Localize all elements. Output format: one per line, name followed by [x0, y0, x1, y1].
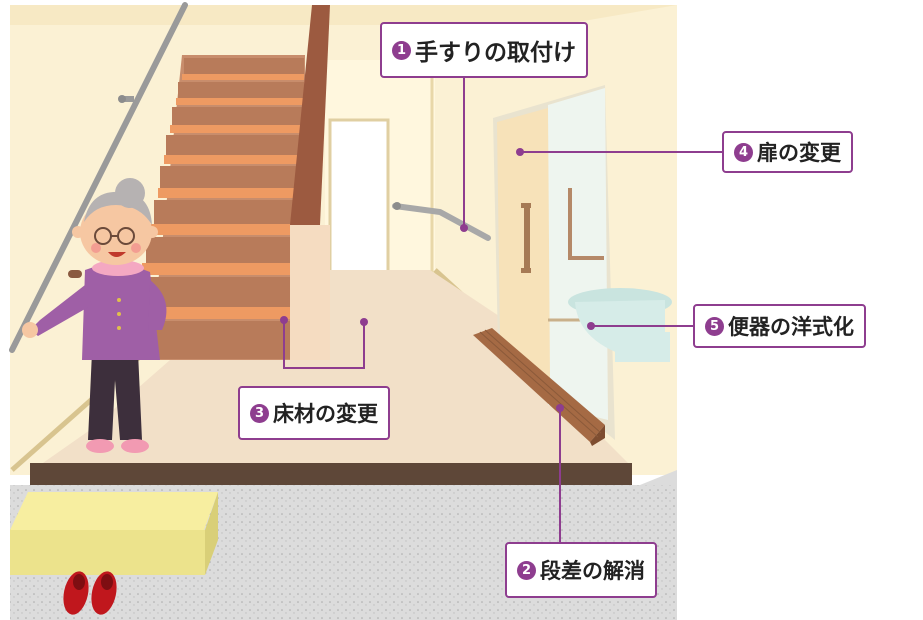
hallway-handrail: [392, 203, 491, 241]
callout-number-2: 2: [517, 560, 536, 580]
callout-door: 4 扉の変更: [722, 131, 853, 173]
doorway-back: [328, 118, 390, 277]
callout-label-handrail: 手すりの取付け: [415, 40, 576, 66]
ramp-grooves: [479, 329, 602, 438]
callout-flooring: 3 床材の変更: [238, 386, 390, 440]
step-ramp-side: [590, 425, 605, 446]
callout-label-toilet: 便器の洋式化: [728, 315, 854, 339]
entry-step-stool: [10, 492, 218, 575]
sliding-door: [493, 85, 615, 440]
callout-handrail: 1 手すりの取付け: [380, 22, 588, 78]
callout-number-3: 3: [250, 403, 269, 423]
callout-anchor-dots: [280, 148, 595, 412]
stair-side-wall: [290, 225, 330, 360]
stair-banister: [290, 5, 330, 225]
callout-toilet: 5 便器の洋式化: [693, 304, 866, 348]
western-toilet: [568, 288, 672, 362]
handrail-bracket: [120, 96, 134, 102]
callout-label-door: 扉の変更: [757, 141, 841, 165]
callout-number-5: 5: [705, 316, 724, 336]
hallway-handrail-end: [393, 202, 401, 210]
callout-label-flooring: 床材の変更: [273, 402, 378, 426]
handrail-bracket-knob: [118, 95, 126, 103]
elderly-woman: [22, 178, 167, 453]
red-slippers: [63, 571, 117, 615]
callout-leader-lines: [283, 77, 722, 542]
callout-number-4: 4: [734, 142, 753, 162]
stair-handrail: [9, 2, 188, 353]
callout-label-step: 段差の解消: [540, 559, 645, 583]
callout-number-1: 1: [392, 40, 411, 60]
staircase: [130, 55, 305, 360]
floor-step-edge: [30, 463, 632, 485]
callout-step: 2 段差の解消: [505, 542, 657, 598]
